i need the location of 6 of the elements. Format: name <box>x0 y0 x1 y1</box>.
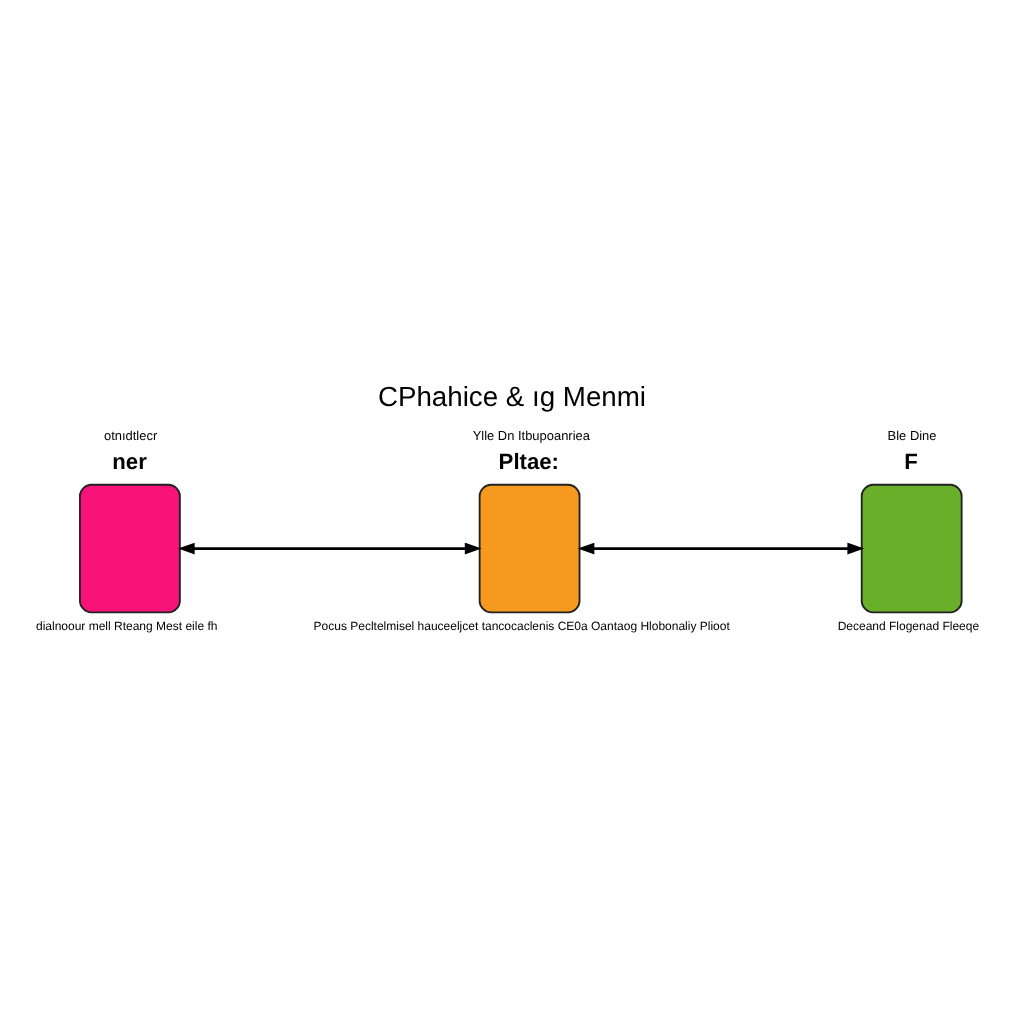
node-label: ner <box>112 451 147 476</box>
arrow <box>577 542 865 555</box>
diagram-title: CPhahice & ıg Menmi <box>377 379 647 412</box>
arrow <box>177 542 482 555</box>
node-label: F <box>904 451 918 476</box>
node-label: Pltae: <box>498 451 560 476</box>
